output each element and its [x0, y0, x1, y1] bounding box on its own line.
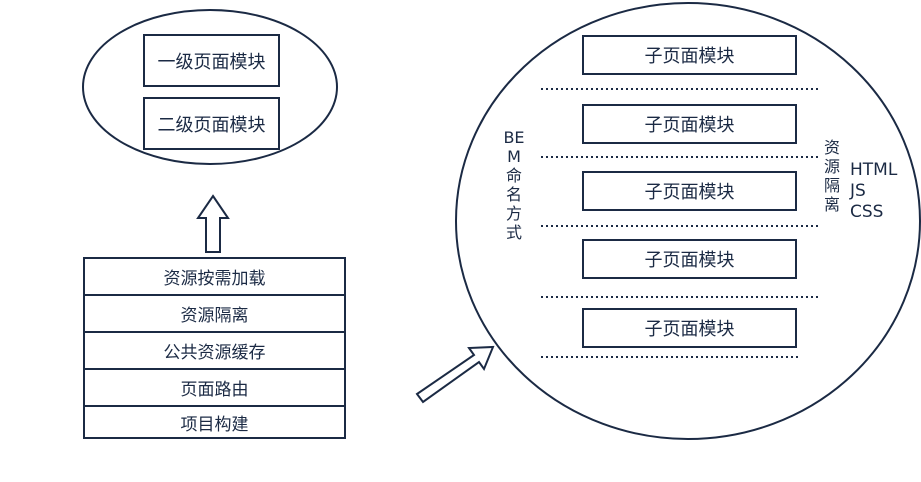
- tech-css: CSS: [850, 202, 884, 222]
- sub-page-ellipse: [455, 2, 921, 440]
- separator-lines: [541, 88, 818, 358]
- bem-naming-label: BEM命名方式: [503, 128, 525, 242]
- sub-module: 子页面模块: [582, 239, 797, 279]
- top-module-level-1: 一级页面模块: [143, 34, 280, 87]
- up-arrow-icon: [196, 194, 230, 253]
- page-level-ellipse: [82, 9, 338, 165]
- top-module-level-2: 二级页面模块: [143, 97, 280, 150]
- resource-isolation-label: 资源隔离: [823, 138, 840, 214]
- stack-layer: 资源按需加载: [83, 257, 346, 296]
- stack-layer: 资源隔离: [83, 294, 346, 333]
- stack-layer: 公共资源缓存: [83, 331, 346, 370]
- sub-module: 子页面模块: [582, 35, 797, 75]
- tech-html: HTML: [850, 160, 898, 180]
- stack-layer: 页面路由: [83, 368, 346, 407]
- sub-module: 子页面模块: [582, 104, 797, 144]
- diagonal-arrow-icon: [415, 345, 495, 404]
- sub-module: 子页面模块: [582, 171, 797, 211]
- stack-layer: 项目构建: [83, 405, 346, 439]
- tech-js: JS: [850, 181, 866, 201]
- sub-module: 子页面模块: [582, 308, 797, 348]
